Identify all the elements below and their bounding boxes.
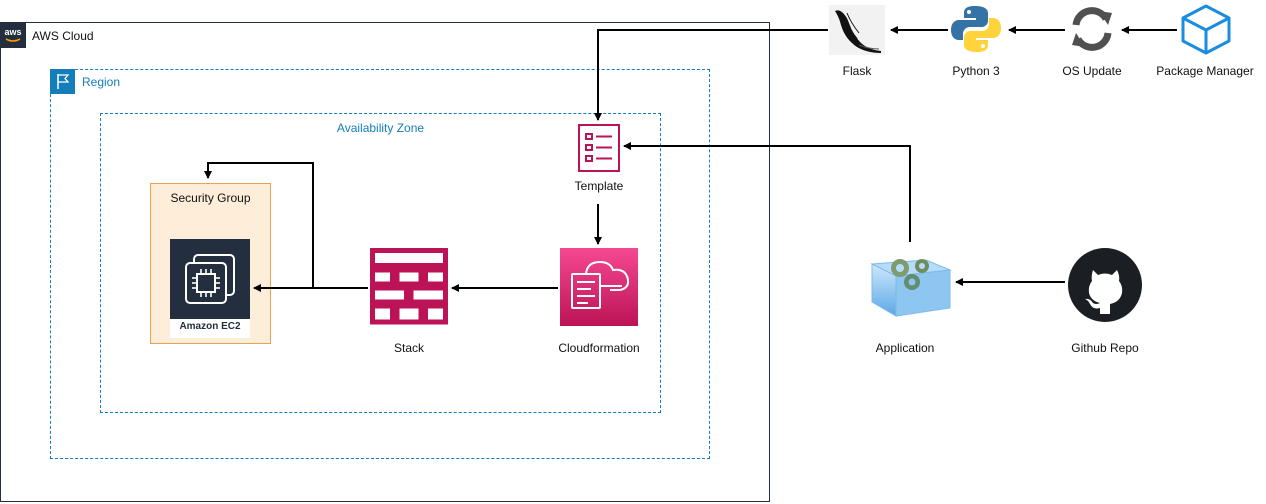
github-label: Github Repo bbox=[1071, 341, 1139, 355]
availability-zone-group bbox=[100, 113, 661, 413]
cloudformation-label: Cloudformation bbox=[558, 341, 640, 355]
sync-icon bbox=[1068, 5, 1116, 53]
flask-icon bbox=[829, 5, 885, 55]
application-icon bbox=[868, 246, 954, 318]
stack-icon bbox=[370, 248, 448, 326]
template-label: Template bbox=[574, 179, 624, 193]
ec2-label: Amazon EC2 bbox=[179, 321, 241, 332]
python-label: Python 3 bbox=[952, 64, 1000, 78]
package-icon bbox=[1179, 3, 1233, 55]
stack-label: Stack bbox=[393, 341, 424, 355]
template-icon bbox=[578, 124, 620, 172]
edge-application-to-template bbox=[623, 142, 911, 242]
application-label: Application bbox=[875, 341, 935, 355]
aws-cloud-group bbox=[0, 22, 770, 502]
python-icon bbox=[949, 4, 1003, 54]
ec2-instance-icon bbox=[170, 239, 250, 319]
svg-text:aws: aws bbox=[4, 27, 21, 37]
edge-stack-to-security-group bbox=[204, 162, 314, 288]
github-icon bbox=[1068, 248, 1142, 322]
cloudformation-icon bbox=[560, 248, 638, 326]
aws-cloud-label: AWS Cloud bbox=[32, 29, 94, 43]
region-group bbox=[50, 69, 710, 459]
edge-flask-to-template bbox=[594, 29, 828, 121]
flask-label: Flask bbox=[842, 64, 872, 78]
package-manager-label: Package Manager bbox=[1156, 64, 1254, 78]
availability-zone-label: Availability Zone bbox=[336, 121, 425, 135]
security-group-label: Security Group bbox=[170, 191, 251, 205]
os-update-label: OS Update bbox=[1062, 64, 1122, 78]
aws-logo-icon: aws bbox=[0, 22, 26, 48]
region-flag-icon bbox=[50, 69, 75, 94]
region-label: Region bbox=[82, 75, 121, 89]
